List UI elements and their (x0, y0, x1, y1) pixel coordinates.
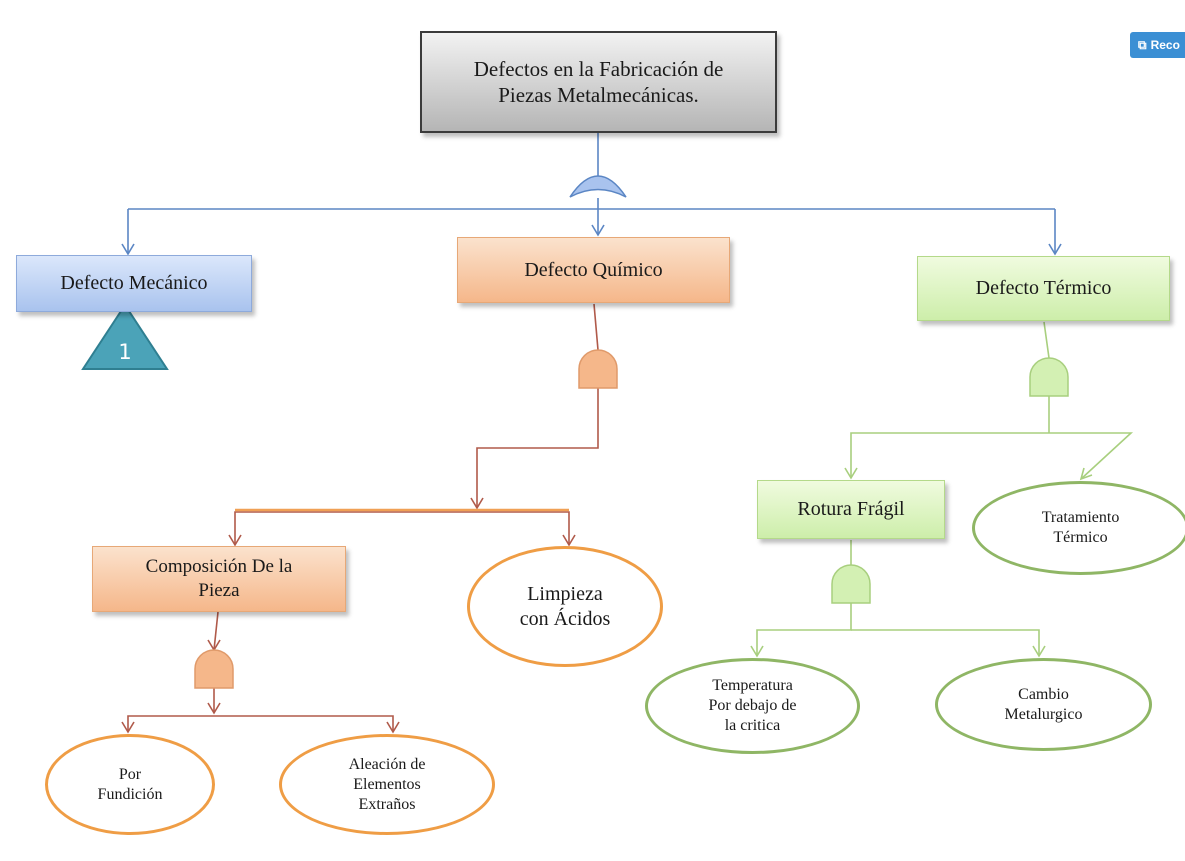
and-gate-chemical-icon (578, 349, 618, 389)
foreign-alloy-event[interactable]: Aleación de Elementos Extraños (279, 734, 495, 835)
metallurgical-change-event[interactable]: Cambio Metalurgico (935, 658, 1152, 751)
acid-cleaning-event[interactable]: Limpieza con Ácidos (467, 546, 663, 667)
recco-button[interactable]: ⧉ Reco (1130, 32, 1185, 58)
composition-node[interactable]: Composición De la Pieza (92, 546, 346, 612)
low-temperature-label: Temperatura Por debajo de la critica (708, 677, 797, 734)
thermal-defect-label: Defecto Térmico (975, 277, 1112, 299)
chemical-connectors (121, 303, 599, 734)
mechanical-defect-node[interactable]: Defecto Mecánico (16, 255, 252, 312)
chemical-defect-label: Defecto Químico (524, 258, 663, 281)
acid-cleaning-label: Limpieza con Ácidos (519, 582, 611, 630)
and-gate-thermal-icon (1029, 357, 1069, 397)
mechanical-defect-label: Defecto Mecánico (60, 272, 208, 294)
and-gate-rotura-icon (831, 564, 871, 604)
chemical-defect-node[interactable]: Defecto Químico (457, 237, 730, 303)
thermal-defect-node[interactable]: Defecto Térmico (917, 256, 1170, 321)
casting-label: Por Fundición (97, 765, 163, 803)
bookmark-icon: ⧉ (1138, 37, 1147, 52)
brittle-fracture-node[interactable]: Rotura Frágil (757, 480, 945, 539)
heat-treatment-event[interactable]: Tratamiento Térmico (972, 481, 1185, 575)
composition-label: Composición De la Pieza (145, 556, 293, 601)
or-gate-icon (569, 175, 627, 198)
transfer-number: 1 (118, 340, 132, 364)
root-connectors (121, 133, 1062, 256)
root-event[interactable]: Defectos en la Fabricación de Piezas Met… (420, 31, 777, 133)
casting-event[interactable]: Por Fundición (45, 734, 215, 835)
foreign-alloy-label: Aleación de Elementos Extraños (348, 755, 426, 813)
metallurgical-change-label: Cambio Metalurgico (1004, 685, 1083, 723)
and-gate-composition-icon (194, 649, 234, 689)
thermal-connectors (750, 321, 1134, 658)
low-temperature-event[interactable]: Temperatura Por debajo de la critica (645, 658, 860, 754)
brittle-fracture-label: Rotura Frágil (797, 498, 905, 520)
transfer-triangle-icon (81, 303, 169, 370)
root-event-label: Defectos en la Fabricación de Piezas Met… (473, 56, 724, 107)
recco-button-label: Reco (1150, 38, 1180, 52)
heat-treatment-label: Tratamiento Térmico (1041, 509, 1120, 546)
